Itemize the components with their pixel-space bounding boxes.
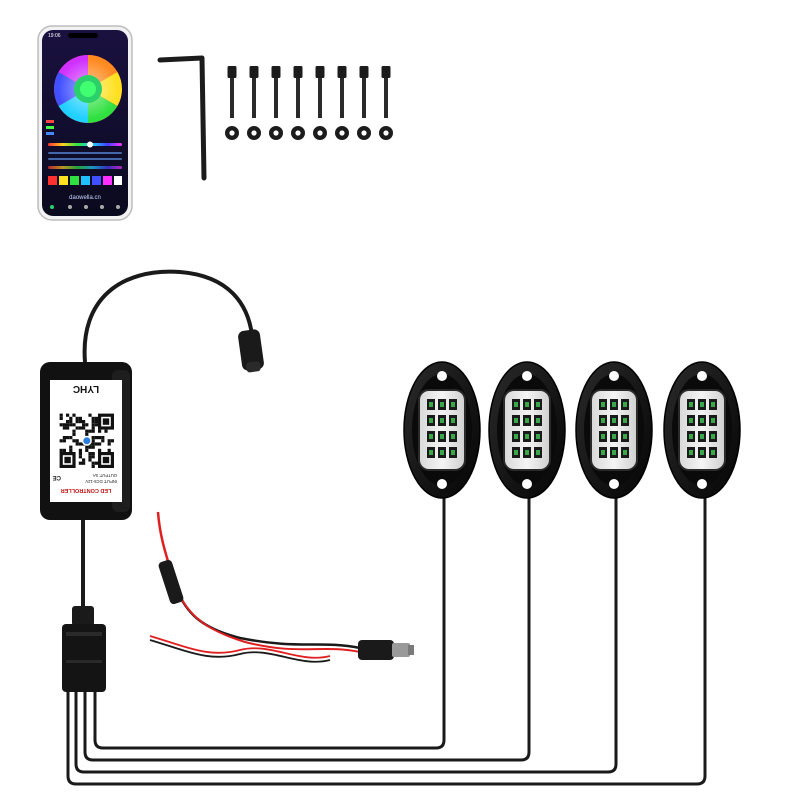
washer-icon — [247, 126, 261, 140]
led-rock-light-pods — [403, 361, 741, 499]
led-chip — [687, 447, 695, 458]
led-chip — [698, 415, 706, 426]
cable-splitter-hub — [62, 606, 106, 692]
led-pod — [488, 361, 566, 499]
led-chip — [534, 447, 542, 458]
power-lead-cable — [149, 511, 414, 663]
splitter-output-cables — [66, 498, 707, 786]
led-chip — [698, 431, 706, 442]
led-chip — [512, 415, 520, 426]
led-chip — [709, 415, 717, 426]
led-pod — [663, 361, 741, 499]
washer-icon — [225, 126, 239, 140]
led-chip — [438, 447, 446, 458]
mounting-screws — [227, 66, 391, 118]
led-chip — [427, 431, 435, 442]
led-chip — [698, 447, 706, 458]
led-chip — [698, 399, 706, 410]
controller-label-title: LED CONTROLLER — [61, 487, 112, 493]
screw-icon — [249, 66, 259, 118]
mounting-washers — [225, 126, 393, 140]
led-chip — [427, 447, 435, 458]
led-chip — [534, 415, 542, 426]
screw-icon — [381, 66, 391, 118]
led-chip — [427, 399, 435, 410]
washer-icon — [313, 126, 327, 140]
led-chip — [610, 399, 618, 410]
led-chip — [610, 447, 618, 458]
led-chip — [610, 431, 618, 442]
led-chip — [449, 431, 457, 442]
led-controller-box: LED CONTROLLER INPUT: DC5-12V OUTPUT: 5A… — [40, 362, 132, 520]
controller-label-input: INPUT: DC5-12V — [85, 479, 117, 484]
led-chip — [534, 399, 542, 410]
led-chip — [621, 447, 629, 458]
controller-ce-mark: CE — [53, 474, 61, 480]
led-chip — [523, 447, 531, 458]
washer-icon — [291, 126, 305, 140]
led-chip — [523, 415, 531, 426]
screw-icon — [337, 66, 347, 118]
qr-code-icon — [57, 411, 116, 470]
led-chip — [621, 399, 629, 410]
led-chip — [599, 447, 607, 458]
led-chip — [687, 399, 695, 410]
controller-brand: LYHC — [73, 383, 99, 394]
led-chip — [534, 431, 542, 442]
led-chip — [512, 431, 520, 442]
led-chip — [438, 415, 446, 426]
led-chip — [449, 399, 457, 410]
led-chip — [709, 447, 717, 458]
led-chip — [438, 399, 446, 410]
led-chip — [449, 415, 457, 426]
led-chip — [599, 431, 607, 442]
washer-icon — [335, 126, 349, 140]
screw-icon — [271, 66, 281, 118]
led-chip — [512, 447, 520, 458]
led-chip — [599, 415, 607, 426]
led-chip — [599, 399, 607, 410]
led-chip — [610, 415, 618, 426]
led-chip — [621, 431, 629, 442]
brightness-slider — [48, 141, 122, 148]
led-chip — [687, 415, 695, 426]
led-chip — [621, 415, 629, 426]
color-swatch-row — [48, 176, 122, 185]
led-chip — [709, 431, 717, 442]
led-chip — [709, 399, 717, 410]
led-pod — [403, 361, 481, 499]
led-chip — [427, 415, 435, 426]
led-chip — [512, 399, 520, 410]
allen-key-icon — [157, 55, 207, 181]
led-chip — [438, 431, 446, 442]
led-chip — [523, 399, 531, 410]
controller-label-output: OUTPUT: 5A — [93, 473, 117, 478]
screw-icon — [293, 66, 303, 118]
color-wheel-icon — [54, 55, 122, 123]
controller-input-cable — [82, 269, 264, 373]
screw-icon — [359, 66, 369, 118]
washer-icon — [357, 126, 371, 140]
led-chip — [449, 447, 457, 458]
phone-bottom-nav — [50, 205, 120, 209]
phone-app-domain: daowella.cn — [69, 195, 101, 201]
screw-icon — [315, 66, 325, 118]
washer-icon — [379, 126, 393, 140]
led-pod — [575, 361, 653, 499]
led-chip — [523, 431, 531, 442]
washer-icon — [269, 126, 283, 140]
screw-icon — [227, 66, 237, 118]
smartphone-app-image: 19:06 — [37, 25, 133, 221]
phone-status-time: 19:06 — [48, 33, 61, 39]
led-chip — [687, 431, 695, 442]
